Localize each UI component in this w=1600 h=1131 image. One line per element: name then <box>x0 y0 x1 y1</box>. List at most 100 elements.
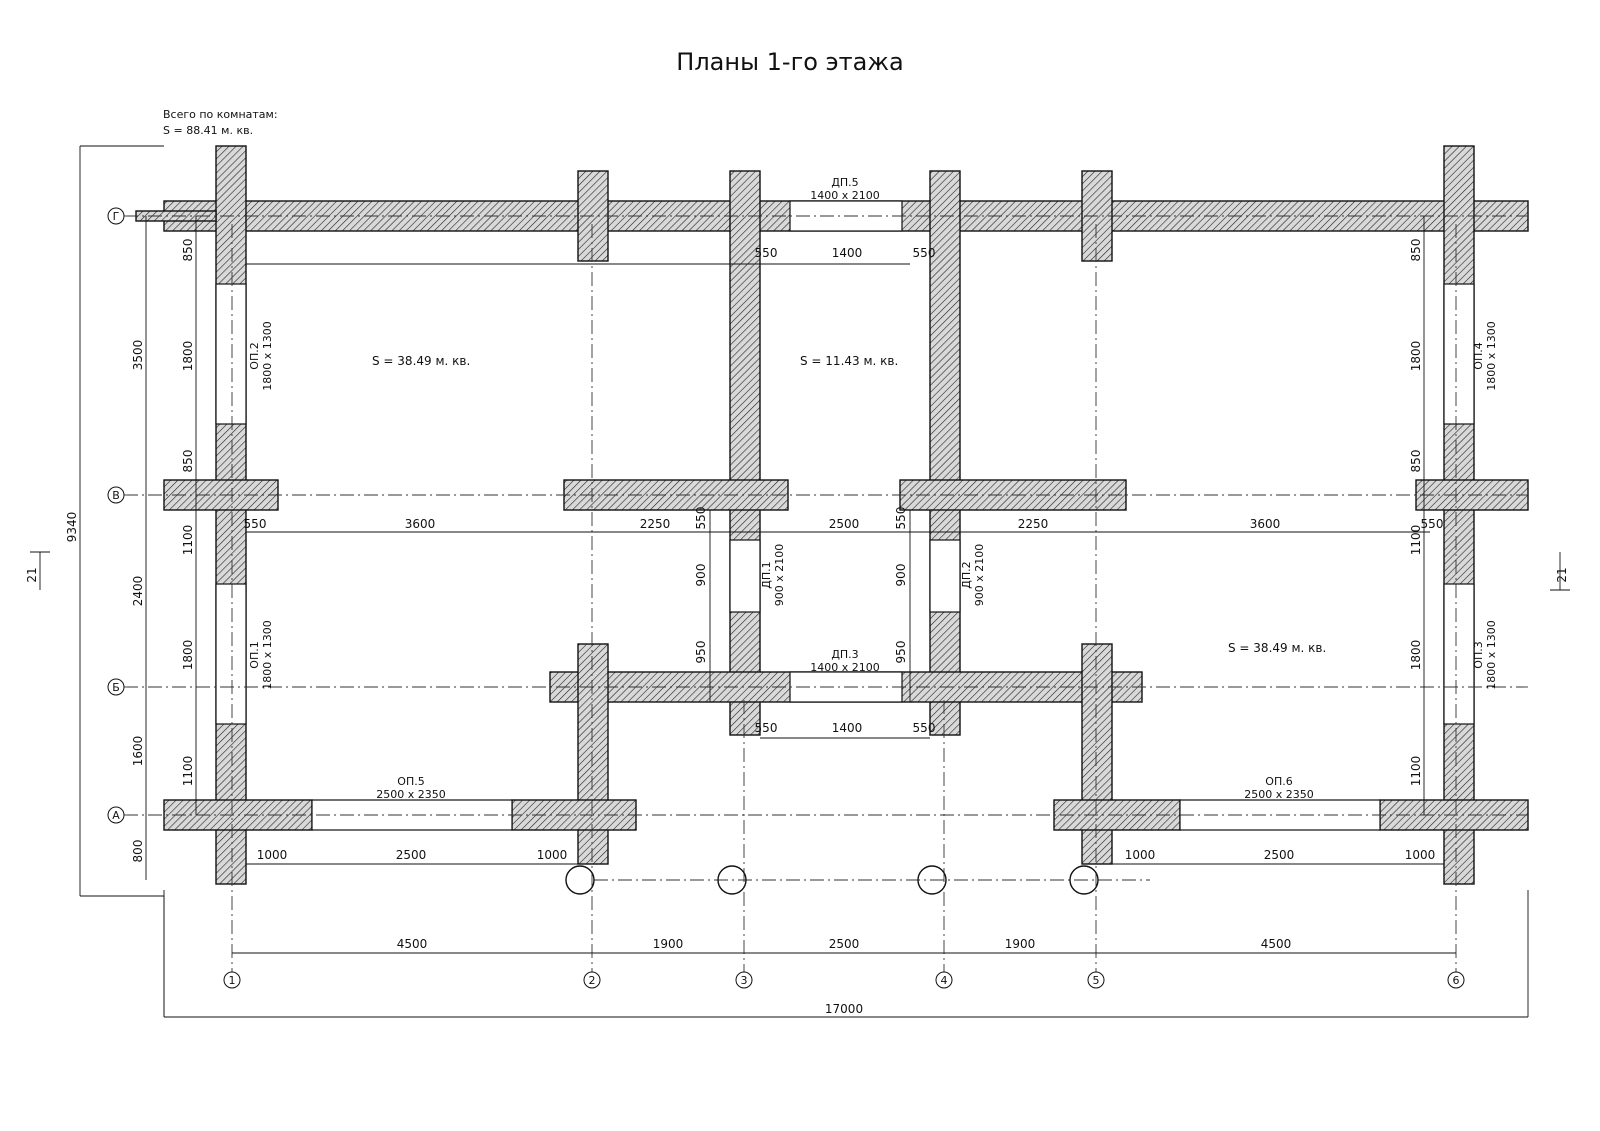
dimension-text: 2500 <box>396 848 427 862</box>
dimension-text: 850 <box>1409 239 1423 262</box>
opening <box>215 583 247 725</box>
wall-segment <box>929 170 961 736</box>
opening-size: 1800 x 1300 <box>1485 620 1498 690</box>
dimension-text: 1800 <box>1409 640 1423 671</box>
column-axis-label: 6 <box>1453 974 1460 987</box>
column-circle <box>565 865 595 895</box>
row-axis-label: В <box>112 489 120 502</box>
dimension-text: 1900 <box>1005 937 1036 951</box>
dimension-text: 850 <box>181 450 195 473</box>
opening <box>215 283 247 425</box>
opening-labels: ДП.5 1400 x 2100 ДП.3 1400 x 2100 ОП.5 2… <box>376 176 1314 801</box>
wall-segment <box>577 643 609 865</box>
dimension-text: 550 <box>755 246 778 260</box>
dimension-text: 2500 <box>829 517 860 531</box>
opening-name: ДП.1 <box>760 561 773 588</box>
dimension-text: 4500 <box>397 937 428 951</box>
dimension-text: 17000 <box>825 1002 863 1016</box>
opening-labels-vertical: ОП.2 1800 x 1300 ОП.1 1800 x 1300 ОП.4 1… <box>248 321 1498 690</box>
opening-size: 1400 x 2100 <box>810 189 880 202</box>
opening-name: ОП.1 <box>248 641 261 668</box>
wall-segment <box>1081 643 1113 865</box>
dimension-text: 2500 <box>1264 848 1295 862</box>
opening <box>729 539 761 613</box>
opening <box>1443 283 1475 425</box>
dimension-text: 550 <box>894 507 908 530</box>
opening-name: ОП.2 <box>248 342 261 369</box>
dimension-text: 850 <box>1409 450 1423 473</box>
dimension-text: 550 <box>1421 517 1444 531</box>
opening <box>929 539 961 613</box>
column-axis-label: 4 <box>941 974 948 987</box>
dimension-text: 9340 <box>65 512 79 543</box>
dimension-text: 550 <box>694 507 708 530</box>
opening-name: ДП.3 <box>831 648 858 661</box>
dimension-text: 850 <box>181 239 195 262</box>
opening-name: ДП.5 <box>831 176 858 189</box>
dimension-texts-vertical: 9340 3500 2400 1600 800 850 1800 850 110… <box>25 239 1569 863</box>
dimension-text: 550 <box>755 721 778 735</box>
dimension-text: 1000 <box>257 848 288 862</box>
dimension-text: 1100 <box>1409 756 1423 787</box>
opening-size: 1800 x 1300 <box>1485 321 1498 391</box>
dimension-text: 1000 <box>1125 848 1156 862</box>
wall-segment <box>729 170 761 736</box>
dimension-text: 2400 <box>131 576 145 607</box>
opening-name: ОП.5 <box>397 775 424 788</box>
dimension-text: 950 <box>894 641 908 664</box>
opening-name: ДП.2 <box>960 561 973 588</box>
dimension-text: 800 <box>131 840 145 863</box>
axis-labels: Г В Б А 1 2 3 4 5 6 <box>112 210 1459 987</box>
room-area-label: S = 38.49 м. кв. <box>1228 641 1326 655</box>
column-axis-label: 1 <box>229 974 236 987</box>
dimension-text: 1400 <box>832 246 863 260</box>
area-summary-value: S = 88.41 м. кв. <box>163 124 253 137</box>
dimension-text: 3600 <box>1250 517 1281 531</box>
dimension-text: 1000 <box>537 848 568 862</box>
opening-size: 1400 x 2100 <box>810 661 880 674</box>
column-circle <box>917 865 947 895</box>
walls <box>135 145 1529 885</box>
dimension-text: 900 <box>694 564 708 587</box>
row-axis-label: Г <box>113 210 120 223</box>
opening-name: ОП.3 <box>1472 641 1485 668</box>
opening-size: 2500 x 2350 <box>1244 788 1314 801</box>
dimension-text: 1000 <box>1405 848 1436 862</box>
opening <box>1443 583 1475 725</box>
dimension-text: 3500 <box>131 340 145 371</box>
dimension-text: 950 <box>694 641 708 664</box>
columns <box>565 865 1099 895</box>
column-axis-label: 3 <box>741 974 748 987</box>
opening-size: 1800 x 1300 <box>261 321 274 391</box>
dimension-text: 2250 <box>1018 517 1049 531</box>
dimension-text: 1600 <box>131 736 145 767</box>
openings <box>215 200 1475 831</box>
dimension-lines <box>30 145 1570 1018</box>
dimension-text: 1100 <box>181 756 195 787</box>
opening-name: ОП.4 <box>1472 342 1485 369</box>
dimension-texts: 4500 1900 2500 1900 4500 17000 550 3600 … <box>244 246 1444 1016</box>
section-mark: 21 <box>25 567 39 582</box>
dimension-text: 3600 <box>405 517 436 531</box>
wall-segment <box>215 145 247 885</box>
dimension-text: 1800 <box>181 640 195 671</box>
dimension-text: 2250 <box>640 517 671 531</box>
section-mark: 21 <box>1555 567 1569 582</box>
dimension-text: 550 <box>913 721 936 735</box>
dimension-text: 550 <box>244 517 267 531</box>
area-summary-label: Всего по комнатам: <box>163 108 278 121</box>
dimension-text: 1400 <box>832 721 863 735</box>
wall-segment <box>1443 145 1475 885</box>
column-axis-label: 5 <box>1093 974 1100 987</box>
dimension-text: 1100 <box>1409 525 1423 556</box>
dimension-text: 4500 <box>1261 937 1292 951</box>
room-area-label: S = 38.49 м. кв. <box>372 354 470 368</box>
dimension-text: 1800 <box>1409 341 1423 372</box>
axis-lines <box>124 215 1528 972</box>
opening-size: 1800 x 1300 <box>261 620 274 690</box>
opening-size: 2500 x 2350 <box>376 788 446 801</box>
opening-name: ОП.6 <box>1265 775 1292 788</box>
dimension-text: 900 <box>894 564 908 587</box>
page-title: Планы 1-го этажа <box>676 48 903 76</box>
